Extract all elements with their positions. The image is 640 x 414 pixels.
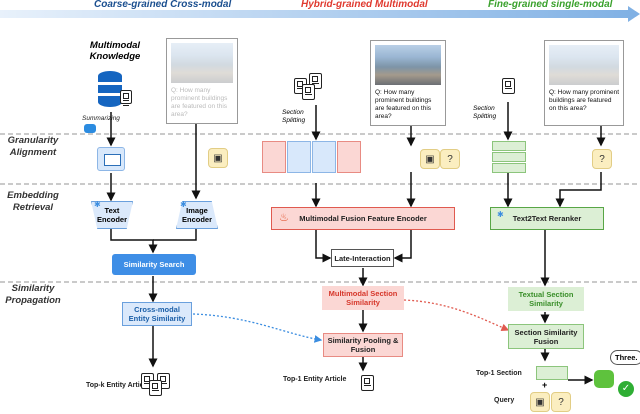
section-output-icon (536, 366, 568, 380)
top1-entity-article-label: Top-1 Entity Article (283, 376, 347, 383)
database-icon (98, 71, 122, 107)
snowflake-icon: ✱ (94, 200, 101, 209)
document-icon (302, 84, 315, 100)
question-text: Q: How many prominent buildings are feat… (549, 89, 620, 112)
summary-cards-icon (97, 147, 125, 171)
question-icon: ? (440, 149, 460, 169)
row-label-granularity-alignment: Granularity Alignment (7, 135, 59, 158)
section-splitting-label: Section Splitting (282, 109, 306, 124)
top1-section-label: Top-1 Section (476, 370, 522, 377)
aerial-photo (549, 45, 619, 85)
row-label-embedding-retrieval: Embedding Retrieval (7, 190, 59, 213)
multimodal-fusion-encoder: Multimodal Fusion Feature Encoder (271, 207, 455, 230)
question-icon: ? (551, 392, 571, 412)
query-label: Query (494, 397, 515, 404)
robot-icon (594, 370, 614, 388)
late-interaction-box: Late-Interaction (331, 249, 394, 267)
text2text-reranker: Text2Text Reranker (490, 207, 604, 230)
query-image-card-3: Q: How many prominent buildings are feat… (544, 40, 624, 126)
question-text: Q: How many prominent buildings are feat… (375, 89, 432, 120)
multimodal-knowledge-label: Multimodal Knowledge (89, 40, 141, 62)
image-icon: ▣ (420, 149, 440, 169)
fire-icon: ♨ (279, 212, 289, 224)
header-hybrid-grained: Hybrid-grained Multimodal (301, 0, 428, 10)
document-icon (149, 380, 162, 396)
image-icon: ▣ (530, 392, 550, 412)
document-icon (502, 78, 515, 94)
summarizing-label: Summarizing (82, 115, 120, 122)
snowflake-icon: ✱ (497, 210, 504, 219)
header-fine-grained: Fine-grained single-modal (488, 0, 613, 10)
question-text: Q: How many prominent buildings are feat… (171, 87, 228, 118)
textual-section-similarity: Textual Section Similarity (508, 287, 584, 311)
robot-icon (84, 124, 96, 133)
text-encoder: Text Encoder (91, 201, 133, 229)
document-icon (361, 375, 374, 391)
section-similarity-fusion: Section Similarity Fusion (508, 324, 584, 349)
answer-bubble: Three. (610, 350, 640, 365)
document-icon (120, 90, 132, 106)
aerial-photo (171, 43, 233, 83)
topk-entity-articles-label: Top-k Entity Articles (86, 382, 154, 389)
query-image-card-2: Q: How many prominent buildings are feat… (370, 40, 446, 126)
snowflake-icon: ✱ (180, 200, 187, 209)
similarity-search-box: Similarity Search (112, 254, 196, 275)
plus-sign: + (542, 380, 548, 390)
image-icon: ▣ (208, 148, 228, 168)
multimodal-section-similarity: Multimodal Section Similarity (322, 286, 404, 310)
check-icon: ✓ (618, 381, 634, 397)
header-coarse-grained: Coarse-grained Cross-modal (94, 0, 232, 10)
row-label-similarity-propagation: Similarity Propagation (5, 283, 61, 306)
query-image-card-1: Q: How many prominent buildings are feat… (166, 38, 238, 124)
top-gradient-arrow (0, 6, 640, 22)
similarity-pooling-fusion: Similarity Pooling & Fusion (323, 333, 403, 357)
section-chunks-icon (262, 141, 370, 181)
aerial-photo (375, 45, 441, 85)
section-splitting-label: Section Splitting (473, 105, 497, 120)
text-chunks-icon (492, 141, 526, 173)
cross-modal-entity-similarity: Cross-modal Entity Similarity (122, 302, 192, 326)
question-icon: ? (592, 149, 612, 169)
